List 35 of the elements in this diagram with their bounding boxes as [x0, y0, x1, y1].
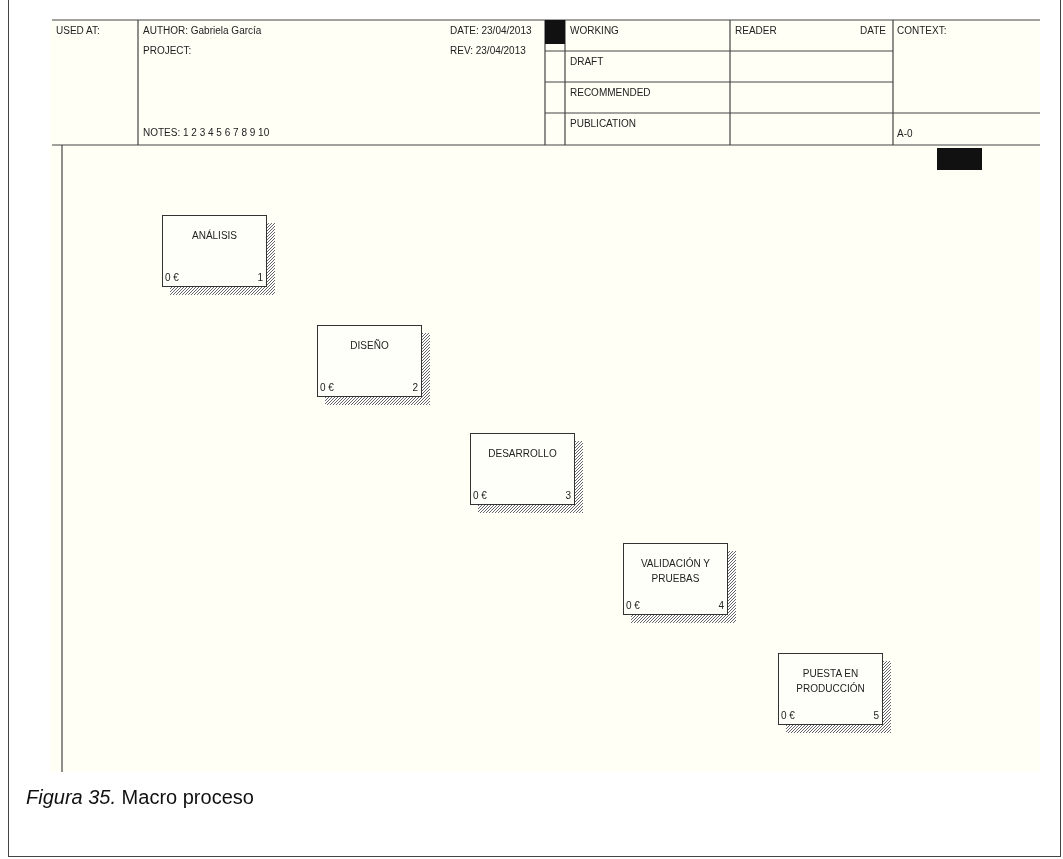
title-block-text: NOTES: 1 2 3 4 5 6 7 8 9 10 — [143, 127, 270, 138]
activity-cost: 0 € — [473, 490, 487, 501]
activity-box — [778, 653, 883, 725]
activity-box — [470, 433, 575, 505]
activity-name: ANÁLISIS — [191, 228, 238, 243]
activity-cost: 0 € — [320, 382, 334, 393]
activity-number: 4 — [718, 600, 724, 611]
figure-caption: Figura 35. Macro proceso — [26, 786, 254, 809]
activity-box — [623, 543, 728, 615]
title-block-text: A-0 — [897, 128, 913, 139]
title-block-text: DATE — [860, 25, 886, 36]
activity-name: PUESTA EN PRODUCCIÓN — [795, 667, 866, 696]
activity-number: 1 — [257, 272, 263, 283]
title-block-text: DRAFT — [570, 56, 604, 67]
title-block-text: WORKING — [570, 25, 619, 36]
activity-cost: 0 € — [626, 600, 640, 611]
title-block-text: PUBLICATION — [570, 118, 636, 129]
activity-cost: 0 € — [165, 272, 179, 283]
title-block-text: PROJECT: — [143, 45, 192, 56]
activity-box — [317, 325, 422, 397]
title-block-text: REV: 23/04/2013 — [450, 45, 526, 56]
title-block-text: AUTHOR: Gabriela García — [143, 25, 262, 36]
activity-number: 2 — [412, 382, 418, 393]
title-block-text: RECOMMENDED — [570, 87, 651, 98]
activity-number: 5 — [873, 710, 879, 721]
activity-number: 3 — [565, 490, 571, 501]
activity-name: DISEÑO — [349, 338, 390, 353]
title-block-text: READER — [735, 25, 777, 36]
title-block-text: DATE: 23/04/2013 — [450, 25, 532, 36]
title-block-text: CONTEXT: — [897, 25, 947, 36]
activity-cost: 0 € — [781, 710, 795, 721]
activity-box — [162, 215, 267, 287]
activity-name: VALIDACIÓN Y PRUEBAS — [639, 556, 712, 586]
activity-name: DESARROLLO — [487, 447, 558, 461]
title-block-text: USED AT: — [56, 25, 100, 36]
